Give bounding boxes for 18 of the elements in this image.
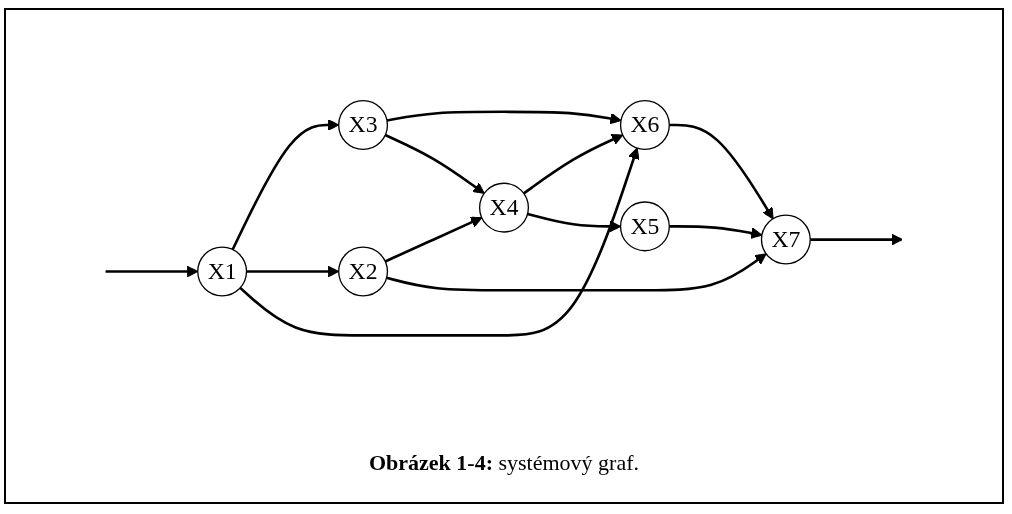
figure-caption: Obrázek 1-4: systémový graf. bbox=[368, 450, 640, 476]
arrow bbox=[810, 233, 903, 246]
arrow bbox=[384, 133, 485, 194]
node-circle bbox=[478, 182, 530, 233]
node-circle bbox=[760, 214, 811, 265]
figure-frame: X1 X3 X2 X4 X6 X5 X7 Obrázek 1-4: systémový graf. bbox=[4, 8, 1004, 504]
arrow bbox=[239, 147, 640, 337]
arrow bbox=[384, 216, 483, 263]
node-circle bbox=[619, 201, 670, 252]
node-circle bbox=[338, 99, 389, 150]
arrow bbox=[386, 253, 767, 292]
arrow bbox=[523, 134, 624, 195]
node-circle bbox=[338, 246, 389, 297]
arrow bbox=[669, 225, 763, 239]
arrow bbox=[386, 110, 622, 125]
node-circle bbox=[197, 246, 248, 297]
arrow bbox=[669, 123, 774, 220]
node-circle bbox=[619, 99, 670, 150]
